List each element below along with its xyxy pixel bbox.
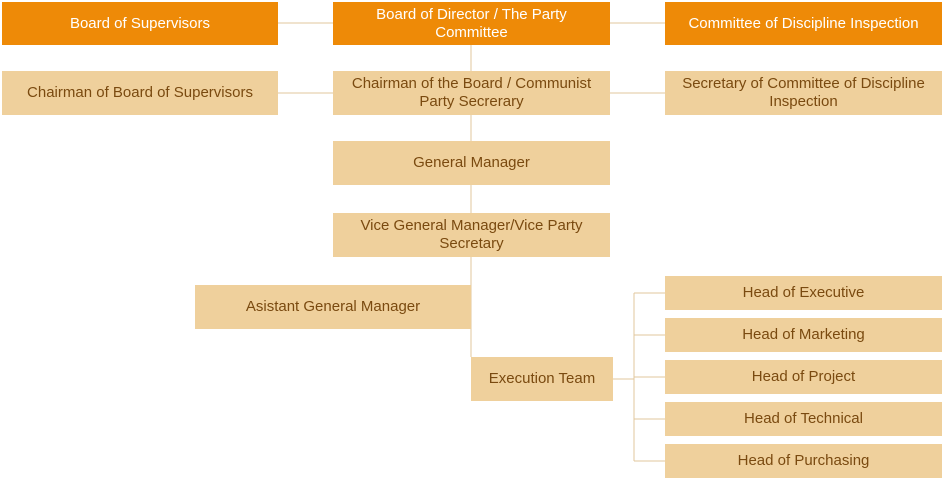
vice-general-manager-label: Vice General Manager/Vice Party Secretar… [360, 217, 583, 252]
head-project-label: Head of Project [751, 368, 856, 385]
board-of-supervisors-box: Board of Supervisors [2, 2, 278, 45]
head-marketing-label: Head of Marketing [742, 326, 865, 343]
chairman-supervisors-box: Chairman of Board of Supervisors [2, 71, 278, 115]
assistant-general-manager-box: Asistant General Manager [195, 285, 471, 329]
board-of-director-box: Board of Director / The Party Committee [333, 2, 610, 45]
secretary-discipline-box: Secretary of Committee of Discipline Ins… [665, 71, 942, 115]
chairman-supervisors-label: Chairman of Board of Supervisors [27, 84, 253, 101]
secretary-discipline-label: Secretary of Committee of Discipline Ins… [682, 75, 925, 110]
head-purchasing-box: Head of Purchasing [665, 444, 942, 478]
general-manager-box: General Manager [333, 141, 610, 185]
vice-general-manager-box: Vice General Manager/Vice Party Secretar… [333, 213, 610, 257]
board-of-supervisors-label: Board of Supervisors [69, 14, 211, 32]
head-marketing-box: Head of Marketing [665, 318, 942, 352]
assistant-general-manager-label: Asistant General Manager [245, 298, 421, 315]
head-executive-box: Head of Executive [665, 276, 942, 310]
execution-team-box: Execution Team [471, 357, 613, 401]
head-technical-label: Head of Technical [744, 410, 863, 427]
head-project-box: Head of Project [665, 360, 942, 394]
committee-discipline-label: Committee of Discipline Inspection [688, 14, 919, 32]
general-manager-label: General Manager [413, 154, 530, 171]
chairman-board-label: Chairman of the Board / Communist Party … [351, 75, 592, 110]
head-executive-label: Head of Executive [742, 284, 865, 301]
board-of-director-label: Board of Director / The Party Committee [376, 5, 567, 41]
chairman-board-box: Chairman of the Board / Communist Party … [333, 71, 610, 115]
head-purchasing-label: Head of Purchasing [737, 452, 870, 469]
head-technical-box: Head of Technical [665, 402, 942, 436]
execution-team-label: Execution Team [488, 370, 596, 387]
committee-discipline-box: Committee of Discipline Inspection [665, 2, 942, 45]
